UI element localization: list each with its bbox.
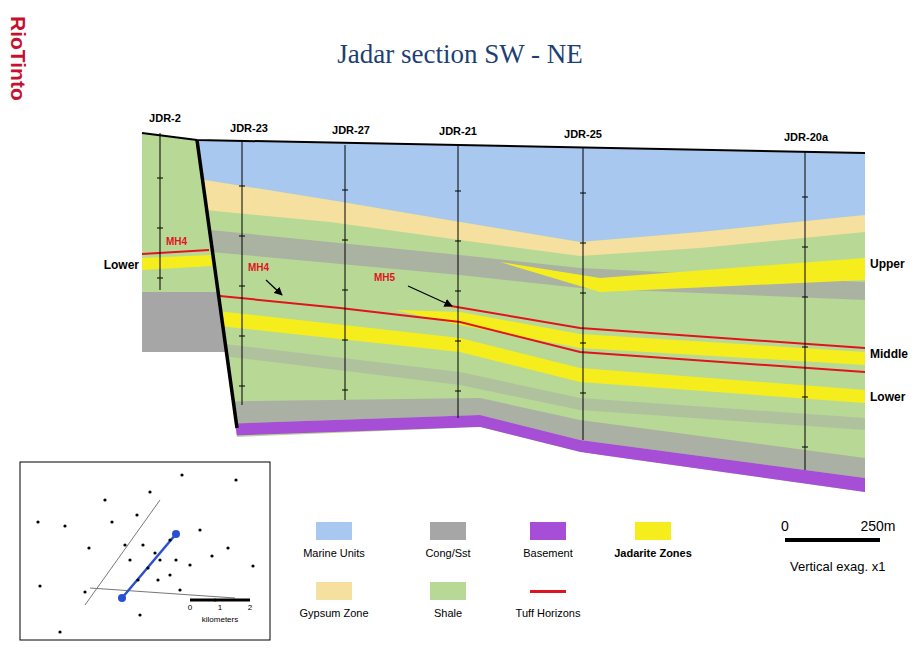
- legend-text: Marine Units: [303, 547, 365, 559]
- surface-line: [142, 133, 865, 153]
- legend-text: Tuff Horizons: [516, 607, 581, 619]
- hole-name: JDR-25: [564, 128, 602, 140]
- legend-swatch: [635, 522, 671, 540]
- legend-text: Gypsum Zone: [299, 607, 368, 619]
- map-scale-label: 0: [188, 604, 192, 613]
- title: Jadar section SW - NE: [337, 40, 582, 70]
- scale-note: Vertical exag. x1: [790, 560, 885, 574]
- zone-label: Lower: [870, 391, 905, 404]
- scale-label: 0: [781, 519, 789, 534]
- hole-name: JDR-2: [149, 112, 181, 124]
- legend-text: Shale: [434, 607, 462, 619]
- tuff-label: MH4: [166, 236, 187, 247]
- map-scale-label: 1: [218, 604, 222, 613]
- tuff-label: MH5: [374, 272, 395, 283]
- legend-swatch: [316, 582, 352, 600]
- legend-line-sample: [530, 582, 566, 600]
- scale-label: 250m: [860, 519, 895, 534]
- logo: RioTinto: [7, 16, 30, 101]
- leader-arrow: [408, 286, 452, 306]
- location-map: [20, 462, 270, 640]
- hole-name: JDR-20a: [784, 131, 828, 143]
- legend-swatch: [430, 582, 466, 600]
- hole-name: JDR-27: [332, 124, 370, 136]
- legend-swatch: [530, 522, 566, 540]
- leader-arrow: [266, 280, 282, 295]
- main-block: [190, 130, 890, 510]
- tuff-label: MH4: [248, 262, 269, 273]
- map-scale-label: kilometers: [202, 616, 238, 625]
- zone-label: Lower: [104, 259, 139, 272]
- fault-line: [197, 140, 237, 428]
- map-scale-label: 2: [248, 604, 252, 613]
- hole-name: JDR-23: [230, 122, 268, 134]
- legend-swatch: [316, 522, 352, 540]
- legend-text: Jadarite Zones: [614, 547, 692, 559]
- hole-name: JDR-21: [439, 125, 477, 137]
- zone-label: Middle: [870, 348, 908, 361]
- legend-text: Cong/Sst: [425, 547, 470, 559]
- scale-bar: [785, 538, 880, 542]
- drill-holes: [157, 133, 808, 470]
- legend-swatch: [430, 522, 466, 540]
- legend-text: Basement: [523, 547, 573, 559]
- zone-label: Upper: [870, 258, 905, 271]
